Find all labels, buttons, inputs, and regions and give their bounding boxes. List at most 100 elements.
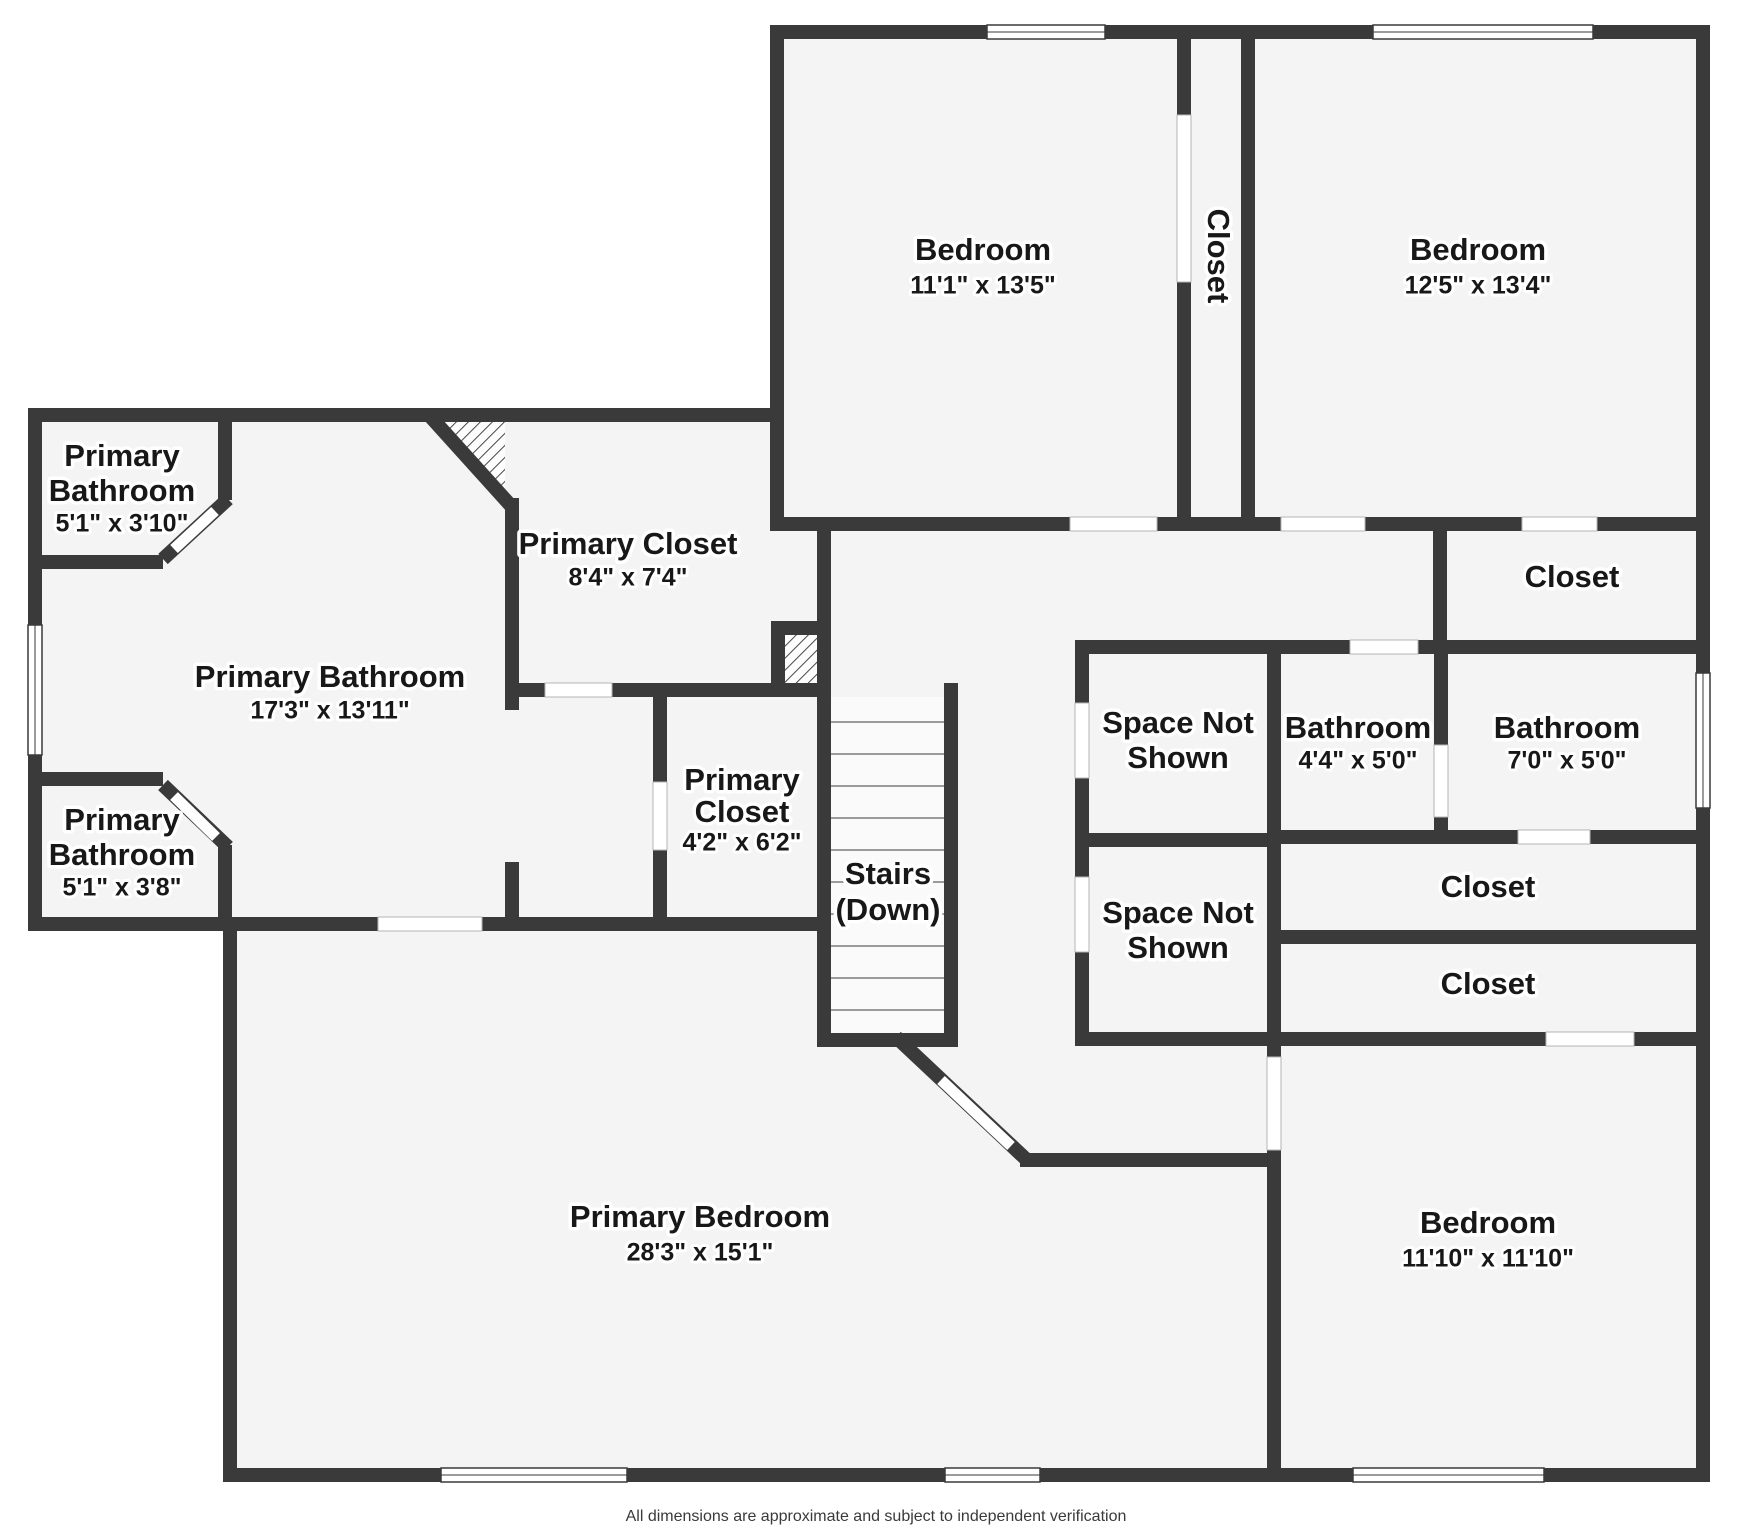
wall-segment	[944, 683, 958, 1047]
room-label-closet-between-bedrooms: Closet	[1197, 205, 1239, 307]
wall-segment	[1434, 654, 1448, 745]
svg-text:4'2" x 6'2": 4'2" x 6'2"	[682, 829, 801, 857]
door-opening	[1433, 744, 1449, 818]
svg-text:Closet: Closet	[1201, 209, 1236, 304]
room-label-space-not-shown-lower: Space Not Shown	[1099, 892, 1258, 969]
door-leaf	[170, 792, 220, 841]
wall-segment	[1267, 640, 1281, 1057]
diagonal-walls	[158, 410, 1034, 1168]
hatch-square	[785, 635, 817, 683]
wall-segment	[223, 931, 237, 1482]
door-opening	[1176, 114, 1192, 283]
svg-text:Bathroom: Bathroom	[49, 473, 195, 508]
room-labels: Bedroom 11'1" x 13'5" Closet Bedroom 12'…	[45, 205, 1643, 1275]
wall-segment	[1020, 1153, 1281, 1167]
door-opening	[652, 781, 668, 851]
wall-segment	[653, 850, 667, 931]
footer-disclaimer: All dimensions are approximate and subje…	[626, 1508, 1127, 1525]
wall-segment	[1177, 38, 1191, 115]
svg-text:Primary: Primary	[64, 802, 180, 837]
svg-text:12'5" x 13'4": 12'5" x 13'4"	[1405, 272, 1552, 300]
stairs-treads	[831, 721, 944, 1011]
door-openings	[377, 114, 1635, 1151]
wall-segment	[817, 531, 831, 1047]
door-opening	[544, 682, 613, 698]
svg-text:Primary: Primary	[684, 762, 800, 797]
wall-segment	[818, 1033, 958, 1047]
diagonal-wall	[423, 410, 518, 512]
wall-segment	[28, 408, 783, 422]
svg-text:Bedroom: Bedroom	[1420, 1205, 1556, 1240]
wall-segment	[771, 621, 785, 697]
svg-text:5'1" x 3'8": 5'1" x 3'8"	[62, 874, 181, 902]
wall-segment	[773, 517, 1070, 531]
svg-text:11'10" x 11'10": 11'10" x 11'10"	[1402, 1245, 1574, 1273]
svg-text:Shown: Shown	[1127, 930, 1229, 965]
svg-text:7'0" x 5'0": 7'0" x 5'0"	[1507, 747, 1626, 775]
svg-text:8'4" x 7'4": 8'4" x 7'4"	[568, 564, 687, 592]
wall-segment	[1267, 1150, 1281, 1482]
room-label-primary-closet-large: Primary Closet 8'4" x 7'4"	[515, 523, 741, 595]
windows	[27, 24, 1711, 1483]
floor-bottom-section	[223, 917, 1710, 1482]
svg-text:5'1" x 3'10": 5'1" x 3'10"	[56, 510, 189, 538]
wall-segment	[28, 917, 378, 931]
svg-text:28'3" x 15'1": 28'3" x 15'1"	[627, 1239, 774, 1267]
wall-segment	[218, 845, 232, 931]
room-label-stairs: Stairs (Down)	[832, 853, 944, 931]
room-label-closet-wide-upper: Closet	[1437, 866, 1539, 908]
svg-text:Space Not: Space Not	[1102, 895, 1254, 930]
svg-text:(Down): (Down)	[835, 892, 940, 927]
wall-segment	[1634, 1032, 1710, 1046]
svg-text:Closet: Closet	[695, 794, 790, 829]
svg-text:Space Not: Space Not	[1102, 705, 1254, 740]
svg-text:Primary Bathroom: Primary Bathroom	[195, 659, 465, 694]
wall-segment	[1075, 640, 1281, 654]
wall-segment	[28, 555, 163, 569]
room-label-bedroom-top-right: Bedroom 12'5" x 13'4"	[1402, 229, 1555, 303]
wall-segment	[1281, 930, 1710, 944]
svg-text:Closet: Closet	[1525, 559, 1620, 594]
svg-text:Primary Closet: Primary Closet	[519, 526, 738, 561]
wall-segment	[771, 621, 831, 635]
svg-text:4'4" x 5'0": 4'4" x 5'0"	[1298, 747, 1417, 775]
wall-segment	[1241, 38, 1255, 531]
room-label-primary-bathroom-main: Primary Bathroom 17'3" x 13'11"	[191, 656, 468, 728]
wall-segment	[1418, 640, 1710, 654]
svg-text:Primary: Primary	[64, 438, 180, 473]
svg-text:Closet: Closet	[1441, 966, 1536, 1001]
wall-segment	[1433, 531, 1447, 654]
wall-segment	[1365, 517, 1522, 531]
door-leaf	[170, 506, 219, 554]
wall-segment	[28, 408, 42, 625]
wall-segment	[505, 498, 519, 710]
wall-segment	[1075, 1032, 1281, 1046]
svg-text:Bathroom: Bathroom	[1285, 710, 1431, 745]
door-opening	[1266, 1056, 1282, 1151]
wall-segment	[1281, 640, 1350, 654]
wall-segment	[1434, 817, 1448, 844]
svg-text:Bathroom: Bathroom	[1494, 710, 1640, 745]
door-opening	[377, 916, 483, 932]
wall-segment	[505, 862, 519, 931]
room-label-bathroom-large: Bathroom 7'0" x 5'0"	[1490, 707, 1643, 778]
wall-segment	[1075, 640, 1089, 703]
wall-segment	[1075, 833, 1281, 847]
wall-segment	[1075, 778, 1089, 877]
door-opening	[1074, 876, 1090, 953]
wall-segment	[28, 755, 42, 931]
door-opening	[1280, 516, 1366, 532]
svg-text:Bedroom: Bedroom	[1410, 232, 1546, 267]
svg-text:Bedroom: Bedroom	[915, 232, 1051, 267]
room-label-primary-bathroom-small-bottom: Primary Bathroom 5'1" x 3'8"	[45, 799, 198, 905]
room-label-primary-bathroom-small-top: Primary Bathroom 5'1" x 3'10"	[45, 435, 198, 541]
wall-segment	[1590, 830, 1710, 844]
room-label-closet-top-right: Closet	[1521, 556, 1623, 598]
door-opening	[1069, 516, 1158, 532]
svg-text:Stairs: Stairs	[845, 856, 931, 891]
wall-segment	[770, 25, 784, 531]
room-label-primary-closet-small: Primary Closet 4'2" x 6'2"	[679, 759, 804, 860]
svg-text:Bathroom: Bathroom	[49, 837, 195, 872]
wall-segment	[1075, 952, 1089, 1046]
